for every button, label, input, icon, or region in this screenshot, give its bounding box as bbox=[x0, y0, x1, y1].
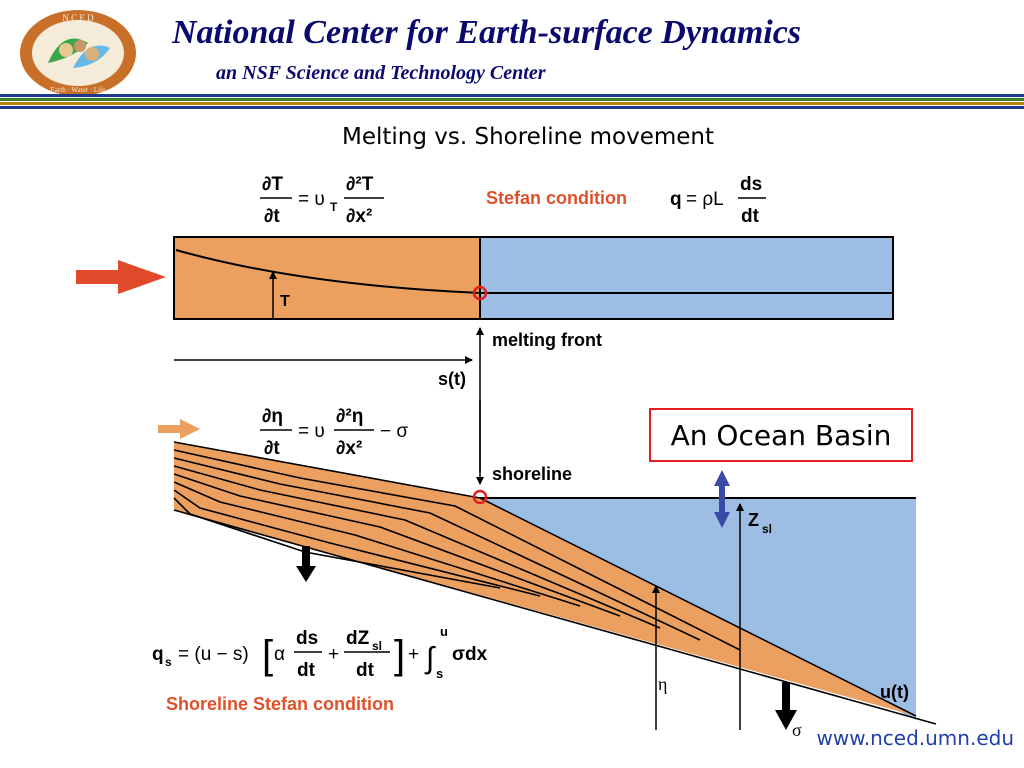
svg-text:− σ: − σ bbox=[380, 421, 408, 442]
svg-text:σdx: σdx bbox=[452, 644, 488, 665]
sigma-label: σ bbox=[792, 720, 802, 740]
svg-text:= υ: = υ bbox=[298, 421, 325, 442]
shoreline-label: shoreline bbox=[492, 464, 572, 484]
svg-text:∫: ∫ bbox=[424, 642, 436, 675]
svg-text:sl: sl bbox=[762, 522, 772, 536]
eta-label: η bbox=[658, 674, 667, 694]
svg-text:∂t: ∂t bbox=[264, 438, 280, 459]
svg-text:= υ: = υ bbox=[298, 189, 325, 210]
header-title: National Center for Earth-surface Dynami… bbox=[172, 14, 802, 51]
sediment-flux-equation: q s = (u − s) [ α ds dt + dZ sl dt ] + ∫… bbox=[152, 624, 488, 681]
u-label: u(t) bbox=[880, 682, 909, 702]
header-stripes bbox=[0, 94, 1024, 109]
svg-text:α: α bbox=[274, 644, 285, 665]
logo-motto: Earth · Water · Life bbox=[51, 86, 106, 94]
svg-text:= (u − s): = (u − s) bbox=[178, 644, 249, 665]
liquid-region bbox=[479, 236, 894, 320]
zsl-label: Z bbox=[748, 510, 759, 530]
svg-text:∂²T: ∂²T bbox=[346, 174, 374, 195]
svg-text:ds: ds bbox=[296, 628, 318, 649]
melting-front-marker bbox=[472, 285, 488, 301]
logo-text: N C E D bbox=[62, 13, 94, 23]
svg-text:∂x²: ∂x² bbox=[336, 438, 362, 459]
svg-text:T: T bbox=[330, 200, 338, 214]
svg-text:dt: dt bbox=[356, 660, 375, 681]
stefan-label: Stefan condition bbox=[486, 188, 627, 208]
heat-input-arrow bbox=[76, 260, 166, 294]
svg-text:ds: ds bbox=[740, 174, 762, 195]
sediment-input-arrow bbox=[158, 419, 200, 439]
stefan-equation: q = ρL ds dt bbox=[670, 174, 766, 227]
svg-text:∂x²: ∂x² bbox=[346, 206, 372, 227]
svg-text:∂t: ∂t bbox=[264, 206, 280, 227]
svg-text:∂²η: ∂²η bbox=[336, 406, 363, 427]
slide-title: Melting vs. Shoreline movement bbox=[341, 124, 715, 150]
solid-region bbox=[173, 236, 481, 320]
T-label: T bbox=[280, 293, 290, 310]
s-label: s(t) bbox=[438, 369, 466, 389]
heat-equation: ∂T ∂t = υ T ∂²T ∂x² bbox=[260, 174, 384, 227]
svg-text:+: + bbox=[328, 644, 339, 665]
svg-text:q: q bbox=[670, 189, 682, 210]
footer-url[interactable]: www.nced.umn.edu bbox=[816, 726, 1015, 750]
svg-text:sl: sl bbox=[372, 639, 382, 653]
shoreline-marker bbox=[472, 489, 488, 505]
svg-text:dZ: dZ bbox=[346, 628, 370, 649]
header-subtitle: an NSF Science and Technology Center bbox=[216, 62, 546, 84]
svg-text:s: s bbox=[436, 666, 443, 681]
melting-front-label: melting front bbox=[492, 330, 602, 350]
subsidence-arrow-left bbox=[296, 546, 316, 582]
svg-text:]: ] bbox=[394, 633, 405, 677]
svg-text:∂T: ∂T bbox=[262, 174, 283, 195]
svg-text:∂η: ∂η bbox=[262, 406, 283, 427]
svg-text:u: u bbox=[440, 624, 448, 639]
sediment-layers bbox=[173, 441, 937, 725]
svg-text:[: [ bbox=[262, 633, 273, 677]
ocean-basin-label: An Ocean Basin bbox=[649, 408, 913, 462]
svg-text:s: s bbox=[165, 655, 172, 669]
svg-text:= ρL: = ρL bbox=[686, 189, 724, 210]
eta-equation: ∂η ∂t = υ ∂²η ∂x² − σ bbox=[260, 406, 408, 459]
nced-logo: N C E D Earth · Water · Life bbox=[20, 10, 136, 96]
subsidence-arrow-right bbox=[775, 682, 797, 730]
temperature-profile bbox=[175, 249, 481, 294]
svg-text:q: q bbox=[152, 644, 164, 665]
svg-text:dt: dt bbox=[741, 206, 760, 227]
svg-text:+: + bbox=[408, 644, 419, 665]
shoreline-stefan-label: Shoreline Stefan condition bbox=[166, 694, 394, 714]
sea-level-change-arrow bbox=[714, 470, 730, 528]
svg-text:dt: dt bbox=[297, 660, 316, 681]
